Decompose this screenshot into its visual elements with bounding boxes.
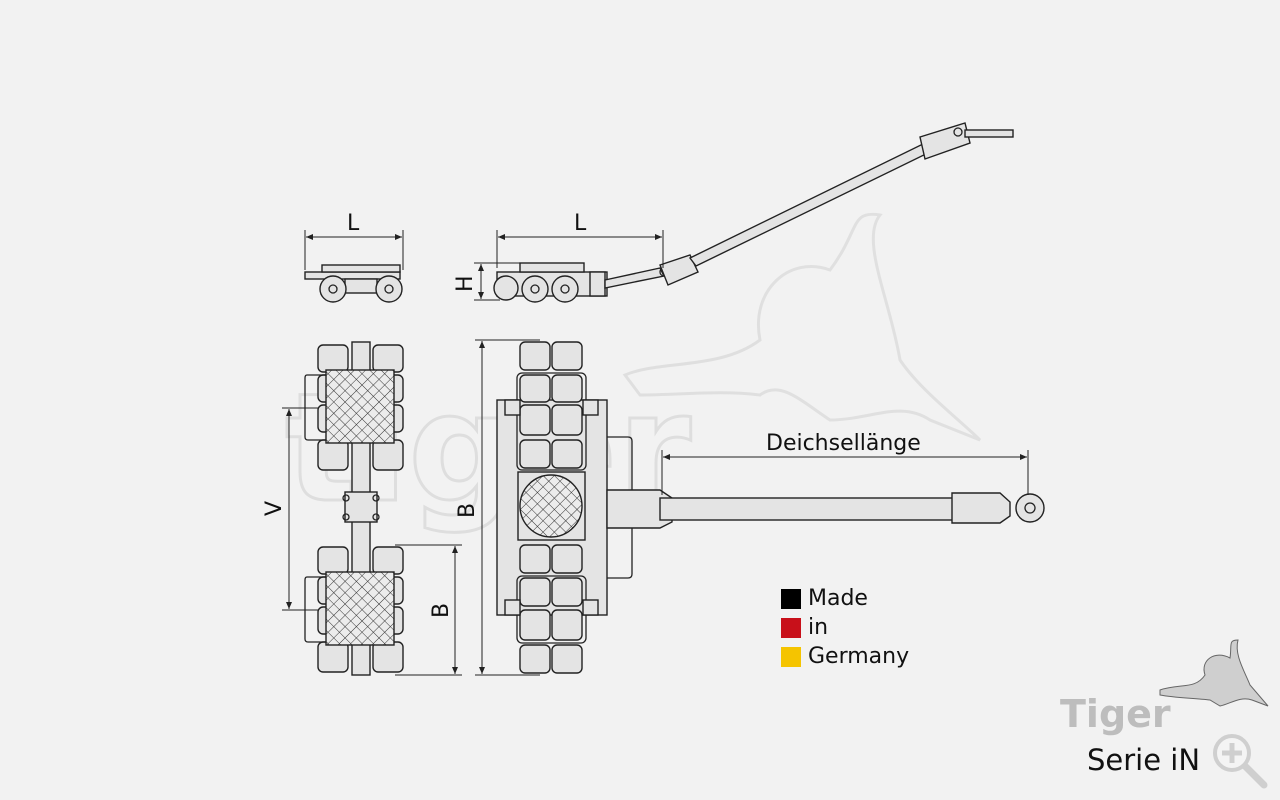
dim-label-L: L: [347, 211, 360, 236]
zoom-in-icon: [1213, 734, 1268, 789]
legend-item-made: Made: [781, 584, 909, 613]
legend-item-in: in: [781, 613, 909, 642]
dim-label-L2: L: [574, 211, 587, 236]
red-swatch: [781, 617, 801, 638]
dim-label-B-small: B: [429, 603, 454, 618]
side-view-with-drawbar: L H: [453, 122, 1014, 303]
legend-label: Made: [808, 586, 868, 611]
dim-label-B-large: B: [455, 503, 480, 518]
top-view-with-drawbar: Deichsellänge B: [455, 339, 1045, 676]
dim-label-drawbar-length: Deichsellänge: [766, 431, 921, 456]
side-view-single: L: [304, 211, 404, 303]
legend-label: in: [808, 615, 829, 640]
tiger-logo: Tiger: [1060, 639, 1269, 736]
black-swatch: [781, 588, 801, 609]
yellow-swatch: [781, 646, 801, 667]
series-label: Serie iN: [1087, 743, 1201, 777]
top-view-tandem: V B: [262, 341, 462, 676]
made-in-germany-legend: Made in Germany: [781, 584, 909, 671]
logo-text: Tiger: [1060, 692, 1171, 736]
dim-label-V: V: [262, 501, 287, 516]
legend-item-germany: Germany: [781, 642, 909, 671]
legend-label: Germany: [808, 644, 910, 669]
zoom-in-button[interactable]: [1212, 733, 1272, 791]
dim-label-H: H: [453, 275, 478, 292]
